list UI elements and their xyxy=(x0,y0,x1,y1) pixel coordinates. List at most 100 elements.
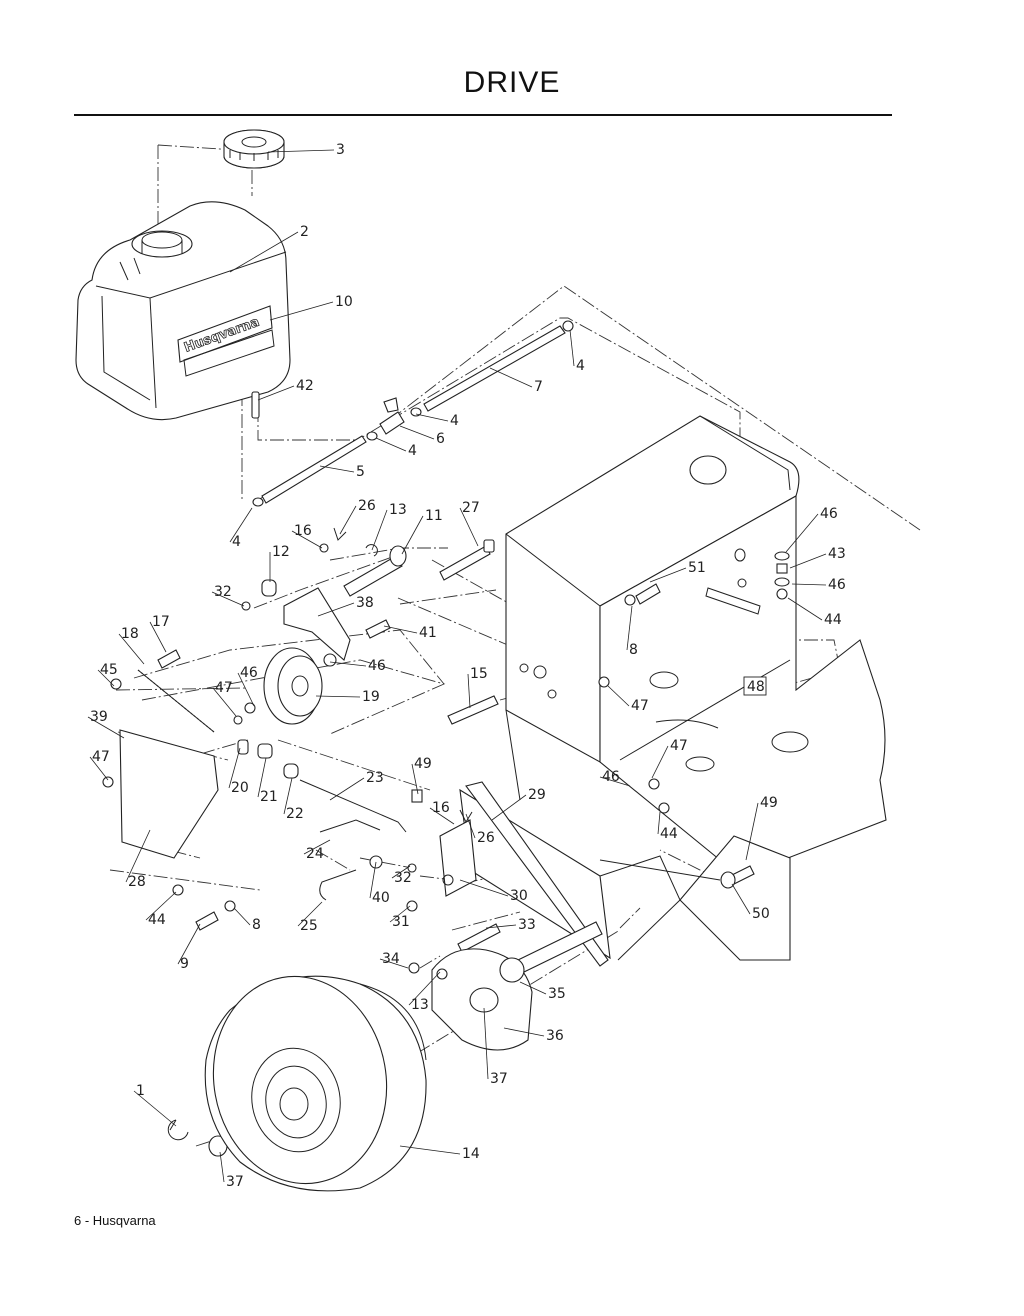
leader-c8b xyxy=(626,605,633,651)
callout-c38: 38 xyxy=(356,595,374,611)
callout-c10: 10 xyxy=(335,294,353,310)
callout-c16b: 16 xyxy=(432,800,450,816)
callout-c7: 7 xyxy=(534,379,543,395)
leader-c45 xyxy=(97,669,115,687)
leader-c21 xyxy=(257,757,267,798)
callout-c49b: 49 xyxy=(760,795,778,811)
leader-c35 xyxy=(519,981,547,995)
callout-c24: 24 xyxy=(306,846,324,862)
callout-c36: 36 xyxy=(546,1028,564,1044)
leader-c46b xyxy=(329,661,367,667)
callout-c50: 50 xyxy=(752,906,770,922)
leader-c23 xyxy=(329,777,365,801)
leader-c51 xyxy=(649,567,687,583)
leader-c47a xyxy=(212,687,237,717)
hardware-parts xyxy=(102,527,790,1157)
fuel-fitting-part-42 xyxy=(251,391,260,419)
fuel-line-part-7 xyxy=(410,320,574,417)
callout-c3a: 3 xyxy=(336,142,345,158)
leader-c24 xyxy=(303,839,331,855)
leader-c13a xyxy=(371,509,388,551)
callout-c33: 33 xyxy=(518,917,536,933)
leader-c20 xyxy=(228,747,241,789)
leader-c14 xyxy=(399,1145,461,1155)
callout-c44c: 44 xyxy=(660,826,678,842)
callout-c47b: 47 xyxy=(92,749,110,765)
callout-c32b: 32 xyxy=(394,870,412,886)
leader-c8a xyxy=(233,907,251,926)
callout-c26b: 26 xyxy=(477,830,495,846)
leader-c49a xyxy=(411,763,419,795)
callout-c43: 43 xyxy=(828,546,846,562)
leader-c44a xyxy=(145,891,177,921)
callout-c46b: 46 xyxy=(368,658,386,674)
leader-c15 xyxy=(467,673,471,709)
callout-c30: 30 xyxy=(510,888,528,904)
leader-c44b xyxy=(787,597,823,621)
leader-c41 xyxy=(383,625,418,634)
callout-c5: 5 xyxy=(356,464,365,480)
callout-c47a: 47 xyxy=(215,680,233,696)
callout-c16a: 16 xyxy=(294,523,312,539)
leader-c25 xyxy=(297,901,323,927)
leader-c27 xyxy=(459,507,479,547)
callout-c17: 17 xyxy=(152,614,170,630)
leader-c4a xyxy=(569,329,575,367)
callout-c4a: 4 xyxy=(576,358,585,374)
callout-c29: 29 xyxy=(528,787,546,803)
leader-c49b xyxy=(745,802,759,861)
leader-c10 xyxy=(269,301,334,321)
leader-c18 xyxy=(118,633,145,665)
mower-frame xyxy=(459,415,887,961)
callout-c6: 6 xyxy=(436,431,445,447)
callout-c23: 23 xyxy=(366,770,384,786)
callout-c46c: 46 xyxy=(820,506,838,522)
leader-c26a xyxy=(339,505,357,535)
leader-c42 xyxy=(257,385,295,401)
callout-c32a: 32 xyxy=(214,584,232,600)
callout-c9: 9 xyxy=(180,956,189,972)
callout-c51: 51 xyxy=(688,560,706,576)
leader-c19 xyxy=(315,695,361,698)
callout-c26a: 26 xyxy=(358,498,376,514)
callout-leader-lines xyxy=(87,149,827,1183)
callout-c40: 40 xyxy=(372,890,390,906)
leader-c17 xyxy=(149,621,167,653)
page-footer: 6 - Husqvarna xyxy=(74,1213,156,1228)
leader-c11 xyxy=(401,515,424,555)
callout-c44b: 44 xyxy=(824,612,842,628)
callout-c12: 12 xyxy=(272,544,290,560)
leader-c6 xyxy=(399,425,435,440)
callout-c37b: 37 xyxy=(226,1174,244,1190)
leader-c37a xyxy=(483,1007,489,1080)
callout-c35: 35 xyxy=(548,986,566,1002)
leader-c47b xyxy=(89,756,109,781)
callout-c37a: 37 xyxy=(490,1071,508,1087)
leader-c50 xyxy=(731,883,751,915)
fuel-cap-part-3 xyxy=(223,129,285,169)
leader-c4c xyxy=(375,437,407,452)
callout-c48: 48 xyxy=(747,679,765,695)
page-title: DRIVE xyxy=(463,66,561,99)
callout-c46a: 46 xyxy=(240,665,258,681)
leader-c3a xyxy=(267,149,335,153)
leader-c36 xyxy=(503,1027,545,1037)
callout-c8a: 8 xyxy=(252,917,261,933)
leader-c1 xyxy=(133,1090,177,1127)
leader-c28 xyxy=(125,829,151,883)
leader-c13b xyxy=(408,971,441,1006)
callout-c19: 19 xyxy=(362,689,380,705)
leader-c37b xyxy=(219,1151,225,1183)
callout-c14: 14 xyxy=(462,1146,480,1162)
title-rule xyxy=(74,114,892,116)
leader-c39 xyxy=(87,716,125,739)
leader-c47c xyxy=(607,685,630,707)
leader-c44c xyxy=(657,811,661,835)
callout-c20: 20 xyxy=(231,780,249,796)
leader-c46e xyxy=(599,776,631,787)
callout-c47c: 47 xyxy=(631,698,649,714)
leader-c4d xyxy=(229,507,253,543)
fuel-line-part-5 xyxy=(252,431,378,507)
